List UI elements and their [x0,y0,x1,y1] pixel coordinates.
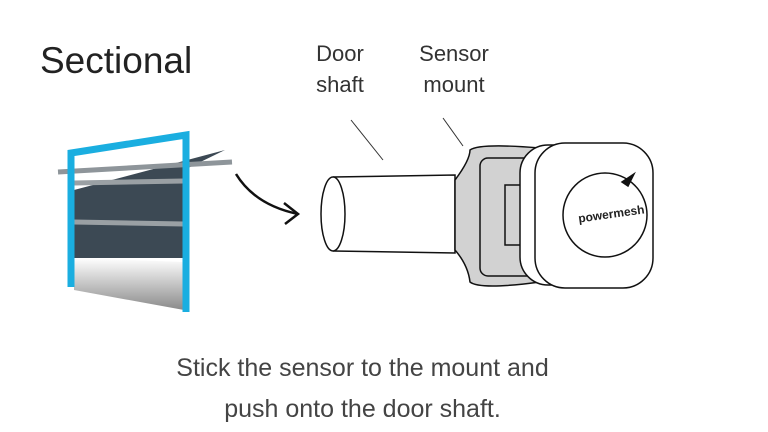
sensor-mount-label: Sensor mount [408,38,500,100]
page-title: Sectional [40,40,193,81]
garage-door-icon [57,130,233,312]
sensor-mount [454,145,541,287]
logo-arrow-icon [620,171,636,188]
instruction-caption: Stick the sensor to the mount and push o… [0,348,725,430]
door-shaft-label-line1: Door [316,41,364,66]
arrow-icon [234,173,301,225]
door-shaft-cylinder [320,174,456,254]
door-shaft-label: Door shaft [305,38,375,100]
sensor-mount-label-line1: Sensor [419,41,489,66]
sensor-mount-label-line2: mount [423,72,485,97]
caption-line1: Stick the sensor to the mount and [176,354,549,382]
caption-line2: push onto the door shaft. [224,395,501,423]
pointer-lines [350,117,464,161]
sensor-device [519,142,654,289]
door-shaft-label-line2: shaft [316,72,364,97]
